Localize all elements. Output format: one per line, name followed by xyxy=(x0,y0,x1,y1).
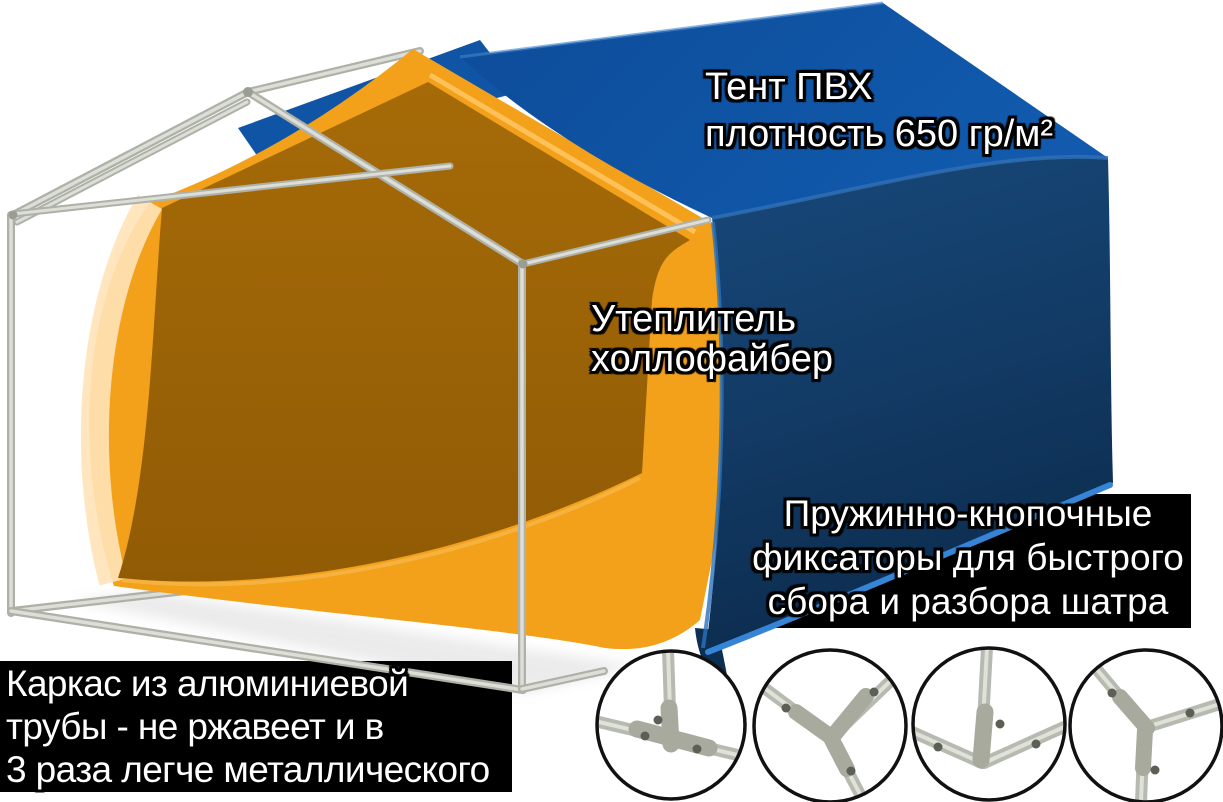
tent-pvc-label-line1: Тент ПВХ xyxy=(705,66,873,108)
tent-eave-highlight xyxy=(711,154,1109,220)
tent-pvc-label: Тент ПВХ плотность 650 гр/м² xyxy=(705,64,1053,158)
insulation-layer xyxy=(80,49,740,650)
frame-label-line2: трубы - не ржавеет и в xyxy=(6,706,384,747)
corner-elbow-connector-icon xyxy=(911,646,1067,802)
tent-side-wall xyxy=(705,156,1113,655)
three-way-corner-connector-icon xyxy=(1068,648,1223,802)
tent-front-fold-highlight xyxy=(701,221,724,649)
insulation-brown-face xyxy=(118,82,690,582)
insulation-label-line2: холлофайбер xyxy=(591,338,834,380)
frame-label-line1: Каркас из алюминиевой xyxy=(6,663,409,704)
tent-roof xyxy=(460,3,1108,218)
insulation-label: Утеплитель холлофайбер xyxy=(591,299,833,379)
frame-label-bg xyxy=(0,661,512,792)
insulation-label-line1: Утеплитель xyxy=(591,298,797,340)
fixators-label-line2: фиксаторы для быстрого xyxy=(752,537,1184,578)
insulation-pale-edge xyxy=(80,194,163,586)
aluminum-frame-front xyxy=(7,87,712,694)
connector-photos xyxy=(595,646,1223,802)
tent-pvc-label-line2: плотность 650 гр/м² xyxy=(705,113,1054,155)
tent-ridge-highlight xyxy=(459,1,884,59)
frame-label-line3: 3 раза легче металлического xyxy=(6,749,490,790)
three-way-y-connector-icon xyxy=(752,648,908,802)
insulation-bottom-fringe xyxy=(121,476,641,587)
t-joint-connector-icon xyxy=(595,649,747,801)
fixators-label: Пружинно-кнопочные фиксаторы для быстрог… xyxy=(745,492,1191,624)
fixators-label-line1: Пружинно-кнопочные xyxy=(783,493,1153,534)
tent-bottom-highlight xyxy=(705,482,1113,655)
fixators-label-line3: сбора и разбора шатра xyxy=(767,581,1169,622)
tent-canvas xyxy=(459,1,1113,698)
insulation-roof-highlight xyxy=(428,72,697,235)
frame-label: Каркас из алюминиевой трубы - не ржавеет… xyxy=(6,662,490,791)
